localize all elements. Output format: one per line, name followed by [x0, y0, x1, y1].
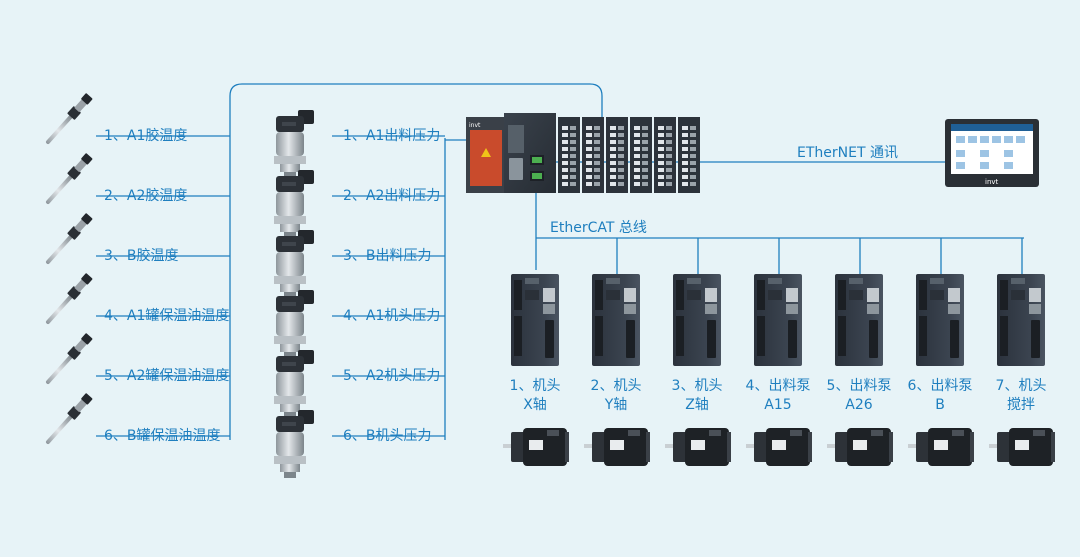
pressure-sensor-label: 1、A1出料压力: [343, 128, 441, 144]
temperature-bus-line: [229, 83, 603, 440]
pressure-sensor-icon: [274, 170, 314, 238]
servo-motor: [746, 428, 812, 466]
io-module: [558, 117, 580, 193]
servo-axis-label-line2: Y轴: [604, 397, 628, 413]
servo-drive: [511, 274, 559, 366]
ethercat-label: EtherCAT 总线: [550, 220, 647, 236]
servo-motor: [665, 428, 731, 466]
servo-motor: [827, 428, 893, 466]
pressure-sensor-icon: [274, 110, 314, 178]
ethernet-label: ETherNET 通讯: [797, 145, 898, 161]
pressure-sensor-icon: [274, 230, 314, 298]
servo-axis-label: 5、出料泵 A26: [819, 377, 899, 415]
servo-axis-label-line1: 5、出料泵: [826, 378, 892, 394]
wiring: [96, 83, 1024, 440]
pressure-sensor-label: 3、B出料压力: [343, 248, 432, 264]
temperature-sensor-label: 2、A2胶温度: [104, 188, 188, 204]
pressure-sensor-icon: [274, 290, 314, 358]
pressure-sensor-label: 5、A2机头压力: [343, 368, 441, 384]
io-module: [630, 117, 652, 193]
temperature-sensor-label: 3、B胶温度: [104, 248, 179, 264]
servo-axis-label-line2: A15: [764, 397, 792, 413]
servo-axis-label-line2: B: [935, 397, 945, 413]
servo-axis-label: 2、机头 Y轴: [576, 377, 656, 415]
servo-axis-label: 4、出料泵 A15: [738, 377, 818, 415]
hmi-touch-panel: invt: [945, 119, 1039, 187]
servo-axis-label-line2: 搅拌: [1007, 397, 1035, 413]
temperature-sensor-icon: [46, 393, 93, 444]
servo-axis-label: 3、机头 Z轴: [657, 377, 737, 415]
pressure-sensor-label: 6、B机头压力: [343, 428, 432, 444]
servo-drive: [673, 274, 721, 366]
devices: invt invt: [46, 93, 1055, 478]
temperature-sensor-icon: [46, 153, 93, 204]
plc-brand: invt: [469, 122, 481, 129]
io-module: [678, 117, 700, 193]
temperature-sensor-icon: [46, 333, 93, 384]
servo-drive: [592, 274, 640, 366]
temperature-sensor-label: 6、B罐保温油温度: [104, 428, 221, 444]
servo-motor: [584, 428, 650, 466]
temperature-sensor-icon: [46, 213, 93, 264]
servo-axis-label-line1: 3、机头: [671, 378, 723, 394]
temperature-sensor-icon: [46, 273, 93, 324]
servo-axis-label-line2: X轴: [523, 397, 547, 413]
servo-motor: [503, 428, 569, 466]
servo-motor: [908, 428, 974, 466]
pressure-sensor-icon: [274, 350, 314, 418]
servo-drive: [997, 274, 1045, 366]
servo-axis-label-line1: 7、机头: [995, 378, 1047, 394]
servo-drive: [916, 274, 964, 366]
servo-axis-label-line2: A26: [845, 397, 873, 413]
servo-drive: [835, 274, 883, 366]
servo-axis-label-line2: Z轴: [685, 397, 709, 413]
pressure-sensor-icon: [274, 410, 314, 478]
temperature-sensor-icon: [46, 93, 93, 144]
servo-axis-label-line1: 6、出料泵: [907, 378, 973, 394]
temperature-sensor-label: 5、A2罐保温油温度: [104, 368, 230, 384]
temperature-sensor-label: 1、A1胶温度: [104, 128, 188, 144]
pressure-sensor-label: 2、A2出料压力: [343, 188, 441, 204]
plc-controller: invt: [466, 113, 700, 193]
io-module: [654, 117, 676, 193]
servo-axis-label: 7、机头搅拌: [981, 377, 1061, 415]
servo-axis-label: 1、机头 X轴: [495, 377, 575, 415]
servo-axis-label-line1: 1、机头: [509, 378, 561, 394]
servo-axis-label-line1: 4、出料泵: [745, 378, 811, 394]
servo-axis-label: 6、出料泵 B: [900, 377, 980, 415]
temperature-sensor-label: 4、A1罐保温油温度: [104, 308, 230, 324]
servo-drive: [754, 274, 802, 366]
servo-axis-label-line1: 2、机头: [590, 378, 642, 394]
pressure-sensor-label: 4、A1机头压力: [343, 308, 441, 324]
hmi-brand: invt: [985, 178, 999, 186]
io-module: [582, 117, 604, 193]
servo-motor: [989, 428, 1055, 466]
io-module: [606, 117, 628, 193]
